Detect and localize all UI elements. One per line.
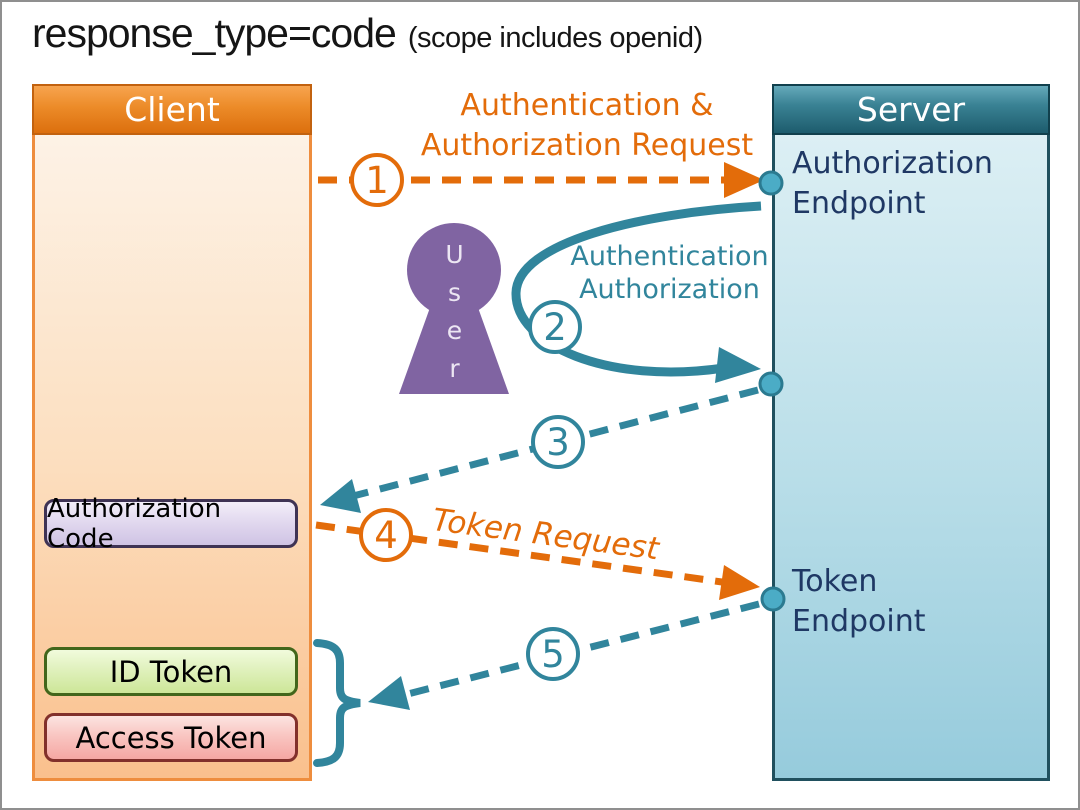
client-header: Client (32, 84, 312, 135)
authorization-code-box: Authorization Code (44, 494, 298, 554)
authn-authz-label: Authentication Authorization (570, 241, 769, 305)
token-endpoint-label: Token Endpoint (792, 564, 926, 639)
access-token-box: Access Token (44, 713, 298, 762)
id-token-box: ID Token (44, 647, 298, 696)
title-sub-text: (scope includes openid) (407, 22, 703, 54)
user-label: User (440, 240, 469, 392)
step-5-badge: 5 (526, 627, 580, 681)
server-body (772, 135, 1050, 781)
page-title: response_type=code (scope includes openi… (32, 10, 703, 57)
server-header: Server (772, 84, 1050, 135)
step-4-badge: 4 (359, 508, 413, 562)
step-2-badge: 2 (528, 300, 582, 354)
authorization-endpoint-label: Authorization Endpoint (792, 146, 993, 221)
step-1-badge: 1 (350, 153, 404, 207)
title-main-text: response_type=code (32, 10, 397, 56)
step-3-badge: 3 (531, 415, 585, 469)
token-group-brace (313, 639, 361, 767)
auth-request-label: Authentication & Authorization Request (420, 88, 754, 163)
token-request-label: Token Request (430, 502, 661, 568)
server-box: Server (772, 84, 1050, 781)
